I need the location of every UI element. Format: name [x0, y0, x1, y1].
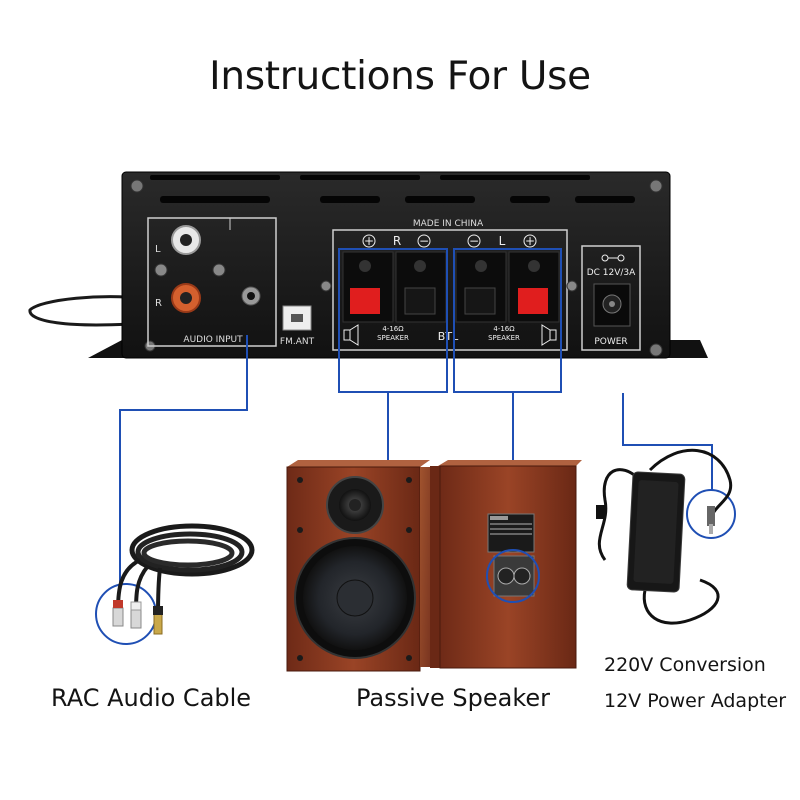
terminal-right-label: R	[393, 234, 401, 248]
terminal-plus-right: +	[364, 234, 374, 248]
left-channel-label: L	[155, 244, 161, 255]
page-title: Instructions For Use	[209, 54, 591, 99]
terminal-plus-left: +	[525, 234, 535, 248]
red-terminal-clip[interactable]	[350, 288, 380, 314]
speaker-label-right: SPEAKER	[377, 334, 409, 342]
fm-antenna-connector[interactable]	[282, 305, 312, 331]
speaker-spec-right: 4-16Ω	[382, 325, 404, 333]
screw-icon	[130, 179, 663, 357]
dc-rating-label: DC 12V/3A	[587, 268, 636, 278]
btl-label: BTL	[438, 330, 459, 343]
speaker-terminal-left[interactable]	[455, 251, 560, 323]
speaker-symbol-icon	[343, 324, 557, 346]
speaker-caption: Passive Speaker	[356, 684, 550, 712]
made-in-label: MADE IN CHINA	[413, 219, 484, 229]
power-adapter	[596, 448, 733, 625]
cable-caption: RAC Audio Cable	[51, 684, 252, 712]
right-channel-label: R	[155, 298, 162, 309]
speaker-spec-left: 4-16Ω	[493, 325, 515, 333]
red-terminal-clip[interactable]	[518, 288, 548, 314]
power-label: POWER	[594, 337, 627, 347]
passive-speaker-back	[430, 460, 582, 669]
speaker-terminal-right[interactable]	[342, 251, 447, 323]
adapter-caption-line1: 220V Conversion	[604, 654, 766, 676]
adapter-caption-line2: 12V Power Adapter	[604, 690, 787, 712]
aux-jack[interactable]	[241, 286, 261, 306]
amplifier-back-panel: L R AUDIO INPUT FM.ANT MADE IN CHINA + R…	[88, 171, 708, 359]
audio-input-label: AUDIO INPUT	[183, 335, 243, 345]
top-vents	[150, 175, 635, 203]
rca-audio-cable	[112, 523, 255, 635]
rca-jack-right[interactable]	[171, 283, 201, 313]
terminal-minus-left: −	[469, 234, 479, 248]
dc-power-jack[interactable]	[593, 283, 631, 327]
input-cable	[28, 295, 161, 327]
rca-jack-left[interactable]	[171, 225, 201, 255]
fm-antenna-label: FM.ANT	[280, 337, 315, 347]
dc-polarity-icon	[601, 254, 625, 262]
terminal-minus-right: −	[419, 234, 429, 248]
terminal-left-label: L	[499, 234, 506, 248]
passive-speaker-front	[286, 460, 430, 672]
speaker-label-left: SPEAKER	[488, 334, 520, 342]
